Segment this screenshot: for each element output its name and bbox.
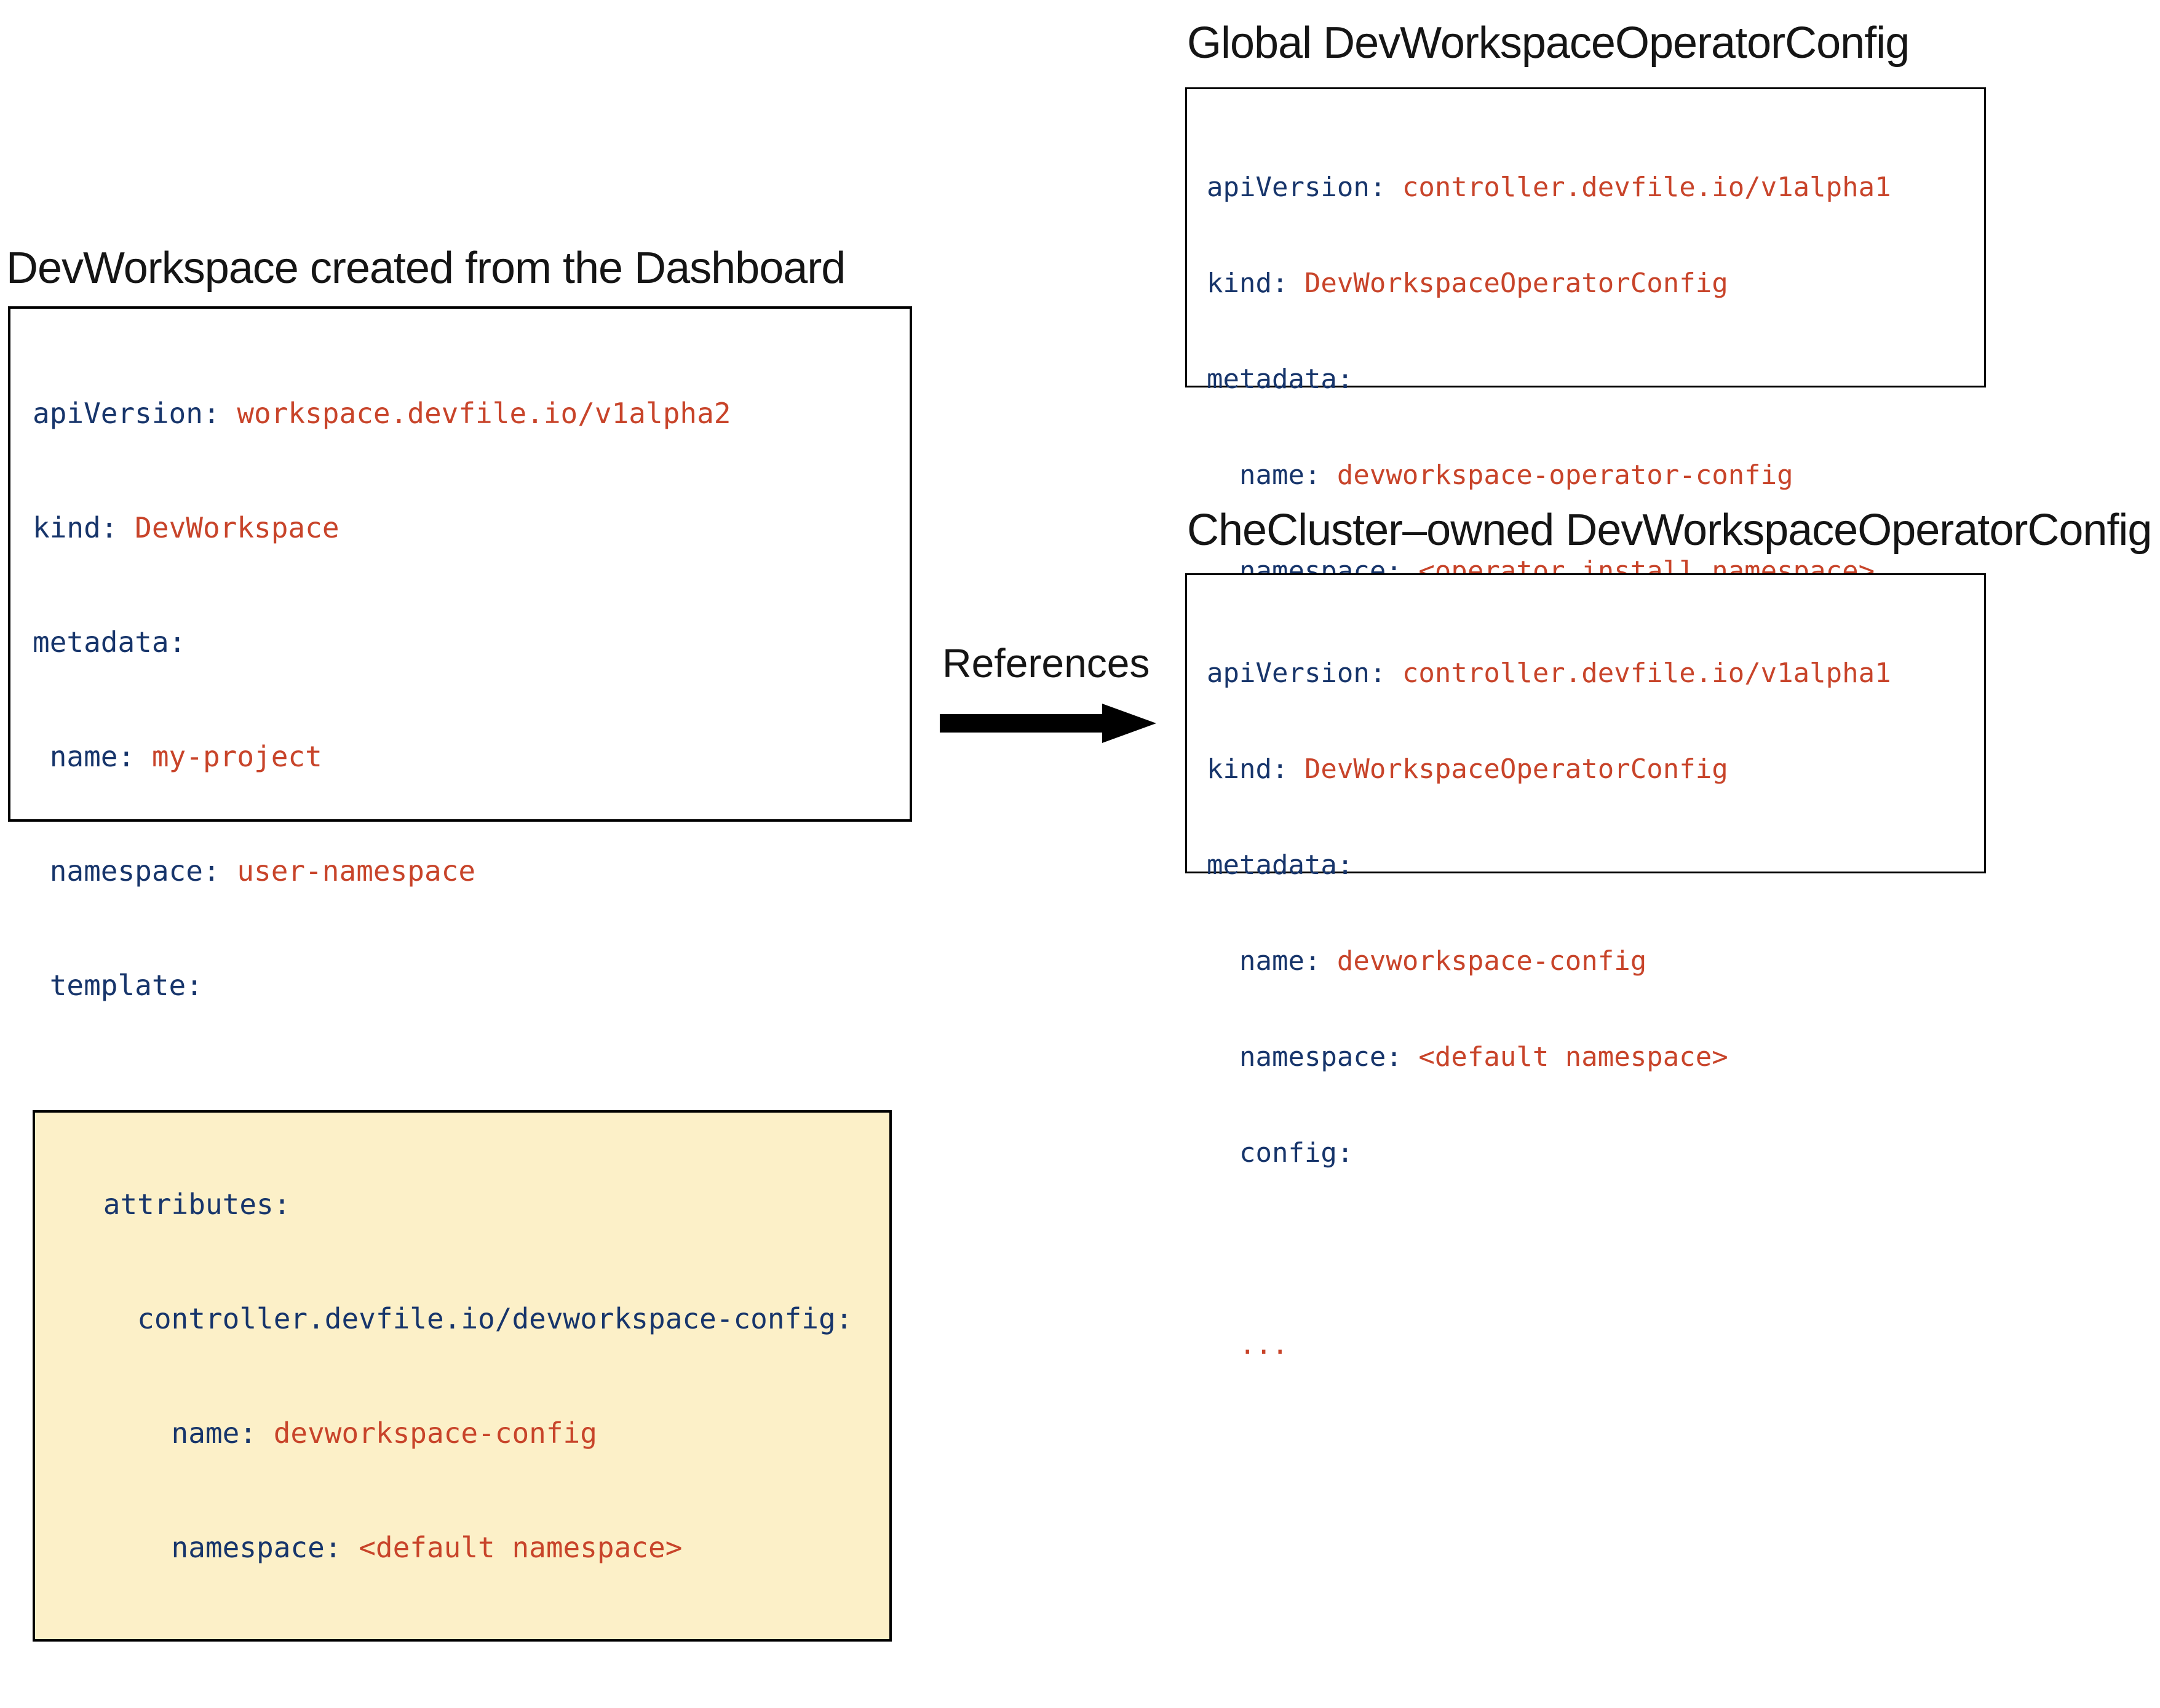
yaml-line: name: devworkspace-config (1207, 945, 1984, 978)
yaml-line: kind: DevWorkspaceOperatorConfig (1207, 753, 1984, 786)
yaml-value: DevWorkspaceOperatorConfig (1288, 753, 1728, 785)
yaml-line: template: (33, 961, 910, 1009)
yaml-key: config: (1207, 1137, 1354, 1169)
yaml-line: controller.devfile.io/devworkspace-confi… (35, 1295, 889, 1343)
yaml-key (1207, 1329, 1239, 1360)
yaml-line: metadata: (1207, 363, 1984, 396)
yaml-line: kind: DevWorkspace (33, 504, 910, 552)
global-panel-title: Global DevWorkspaceOperatorConfig (1187, 18, 1910, 68)
checluster-operator-config-yaml-box: apiVersion: controller.devfile.io/v1alph… (1185, 573, 1986, 1360)
yaml-line: attributes: (35, 1180, 889, 1228)
yaml-key: apiVersion: (33, 397, 220, 430)
yaml-key: name: (35, 1416, 257, 1450)
yaml-value: user-namespace (220, 854, 476, 888)
yaml-line: kind: DevWorkspaceOperatorConfig (1207, 267, 1984, 300)
yaml-key: namespace: (1207, 1041, 1402, 1073)
yaml-key: kind: (1207, 753, 1288, 785)
yaml-key: apiVersion: (1207, 657, 1386, 689)
yaml-value: <default namespace> (341, 1531, 683, 1564)
yaml-key: metadata: (1207, 363, 1354, 395)
yaml-key: template: (33, 969, 203, 1002)
devworkspace-yaml-box: apiVersion: workspace.devfile.io/v1alpha… (8, 306, 912, 1642)
yaml-line: namespace: <default namespace> (1207, 1041, 1984, 1074)
yaml-key: name: (1207, 945, 1321, 977)
yaml-line: apiVersion: controller.devfile.io/v1alph… (1207, 657, 1984, 690)
yaml-line: ... (1207, 1329, 1984, 1362)
yaml-line: namespace: user-namespace (33, 847, 910, 895)
yaml-value: devworkspace-config (256, 1416, 597, 1450)
yaml-value: <default namespace> (1402, 1041, 1728, 1073)
yaml-line: apiVersion: controller.devfile.io/v1alph… (1207, 171, 1984, 204)
references-label: References (942, 640, 1150, 686)
yaml-key: namespace: (35, 1531, 342, 1564)
yaml-key: kind: (1207, 268, 1288, 299)
yaml-line: namespace: <default namespace> (35, 1523, 889, 1571)
yaml-value: DevWorkspace (117, 511, 339, 544)
yaml-value: ... (1239, 1329, 1288, 1360)
global-operator-config-yaml-box: apiVersion: controller.devfile.io/v1alph… (1185, 87, 1986, 875)
yaml-value: DevWorkspaceOperatorConfig (1288, 268, 1728, 299)
yaml-line: name: my-project (33, 733, 910, 781)
yaml-key: apiVersion: (1207, 172, 1386, 203)
yaml-line: apiVersion: workspace.devfile.io/v1alpha… (33, 389, 910, 437)
yaml-key: name: (33, 740, 135, 773)
yaml-value: controller.devfile.io/v1alpha1 (1386, 657, 1891, 689)
yaml-line: name: devworkspace-operator-config (1207, 459, 1984, 492)
yaml-key: name: (1207, 459, 1321, 491)
devworkspace-config-highlight-box: attributes: controller.devfile.io/devwor… (33, 1110, 892, 1642)
yaml-value: devworkspace-config (1320, 945, 1647, 977)
yaml-key: metadata: (1207, 849, 1354, 881)
yaml-line: config: (1207, 1137, 1984, 1170)
yaml-key: controller.devfile.io/devworkspace-confi… (35, 1302, 853, 1335)
checluster-panel-title: CheCluster–owned DevWorkspaceOperatorCon… (1187, 506, 2152, 555)
yaml-value: controller.devfile.io/v1alpha1 (1386, 172, 1891, 203)
yaml-line: metadata: (33, 618, 910, 666)
yaml-value: devworkspace-operator-config (1320, 459, 1793, 491)
yaml-key: metadata: (33, 626, 186, 659)
yaml-line (1207, 1233, 1984, 1266)
yaml-line: metadata: (1207, 849, 1984, 882)
yaml-key: kind: (33, 511, 118, 544)
yaml-key: namespace: (33, 854, 220, 888)
yaml-value: workspace.devfile.io/v1alpha2 (220, 397, 731, 430)
yaml-line: name: devworkspace-config (35, 1409, 889, 1457)
yaml-key: attributes: (35, 1188, 291, 1221)
left-panel-title: DevWorkspace created from the Dashboard (6, 244, 846, 293)
yaml-value: my-project (135, 740, 322, 773)
references-right-arrow-icon (940, 704, 1156, 743)
